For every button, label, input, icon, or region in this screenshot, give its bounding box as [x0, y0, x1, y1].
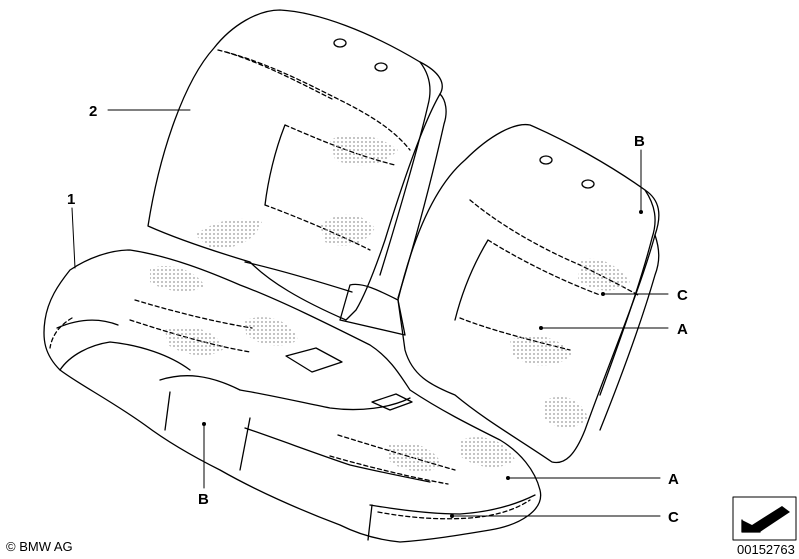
leader-dots — [202, 210, 643, 518]
leader-1 — [71, 207, 76, 269]
callout-c-right: C — [677, 287, 688, 304]
callout-a-right: A — [677, 321, 688, 338]
callout-b-right: B — [634, 133, 645, 150]
callout-a-bottom: A — [668, 471, 679, 488]
callout-c-bottom: C — [668, 509, 679, 526]
seat-cushion — [43, 249, 542, 543]
leader-lines — [71, 109, 669, 517]
callout-2: 2 — [89, 103, 97, 120]
left-backrest — [147, 9, 447, 321]
right-backrest — [339, 123, 660, 464]
callout-b-left: B — [198, 491, 209, 508]
callout-1: 1 — [67, 191, 75, 208]
orientation-arrow-icon — [732, 496, 797, 541]
copyright-text: © BMW AG — [6, 539, 73, 554]
part-number: 00152763 — [737, 542, 795, 557]
